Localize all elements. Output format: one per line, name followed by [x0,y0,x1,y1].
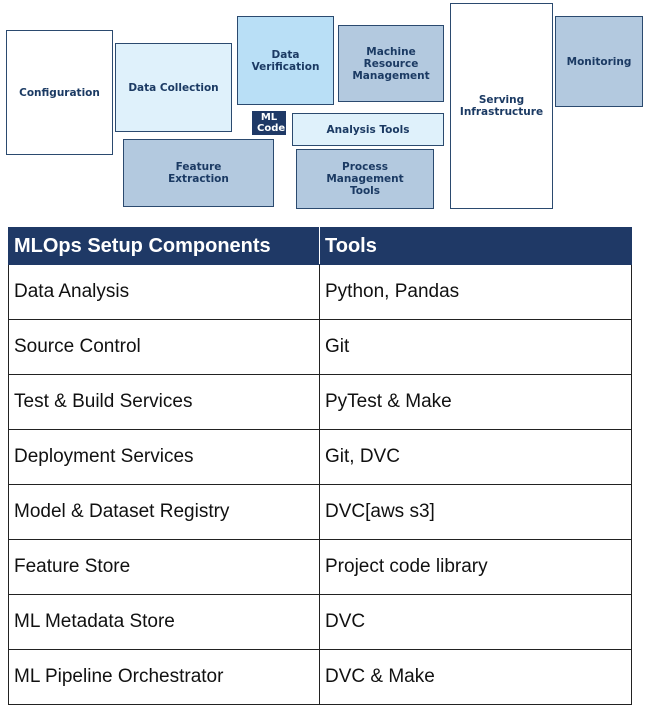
component-cell: Data Analysis [8,264,320,320]
feature-extraction-box: Feature Extraction [123,139,274,207]
table-row: Deployment Services Git, DVC [8,429,632,485]
table-row: Model & Dataset Registry DVC[aws s3] [8,484,632,540]
feature-extraction-label: Feature Extraction [168,161,229,185]
mlops-diagram: Configuration Data Collection Data Verif… [0,0,645,215]
header-tools: Tools [319,227,632,265]
process-management-tools-box: Process Management Tools [296,149,434,209]
component-cell: Source Control [8,319,320,375]
data-verification-box: Data Verification [237,16,334,105]
ml-code-box: ML Code [252,111,286,135]
tool-cell: Project code library [319,539,632,595]
analysis-tools-box: Analysis Tools [292,113,444,146]
component-cell: Feature Store [8,539,320,595]
component-cell: ML Pipeline Orchestrator [8,649,320,705]
machine-resource-management-label: Machine Resource Management [352,45,430,82]
serving-infrastructure-box: Serving Infrastructure [450,3,553,209]
analysis-tools-label: Analysis Tools [326,123,410,136]
component-cell: Deployment Services [8,429,320,485]
serving-infrastructure-label: Serving Infrastructure [459,94,544,118]
table-row: Data Analysis Python, Pandas [8,264,632,320]
tool-cell: DVC [319,594,632,650]
tool-cell: Git, DVC [319,429,632,485]
tool-cell: Python, Pandas [319,264,632,320]
configuration-label: Configuration [19,86,100,99]
tool-cell: DVC & Make [319,649,632,705]
table-row: Source Control Git [8,319,632,375]
component-cell: ML Metadata Store [8,594,320,650]
table-row: ML Metadata Store DVC [8,594,632,650]
component-cell: Test & Build Services [8,374,320,430]
table-row: Test & Build Services PyTest & Make [8,374,632,430]
table-row: Feature Store Project code library [8,539,632,595]
data-collection-box: Data Collection [115,43,232,132]
ml-code-label: ML Code [257,112,286,134]
machine-resource-management-box: Machine Resource Management [338,25,444,102]
table-row: ML Pipeline Orchestrator DVC & Make [8,649,632,705]
data-collection-label: Data Collection [128,81,219,94]
component-cell: Model & Dataset Registry [8,484,320,540]
tool-cell: PyTest & Make [319,374,632,430]
mlops-tools-table: MLOps Setup Components Tools Data Analys… [8,227,632,705]
table-header-row: MLOps Setup Components Tools [8,227,632,265]
monitoring-label: Monitoring [566,55,632,68]
header-components: MLOps Setup Components [8,227,320,265]
monitoring-box: Monitoring [555,16,643,107]
tool-cell: Git [319,319,632,375]
configuration-box: Configuration [6,30,113,155]
data-verification-label: Data Verification [251,48,320,73]
process-management-tools-label: Process Management Tools [326,161,404,197]
tool-cell: DVC[aws s3] [319,484,632,540]
